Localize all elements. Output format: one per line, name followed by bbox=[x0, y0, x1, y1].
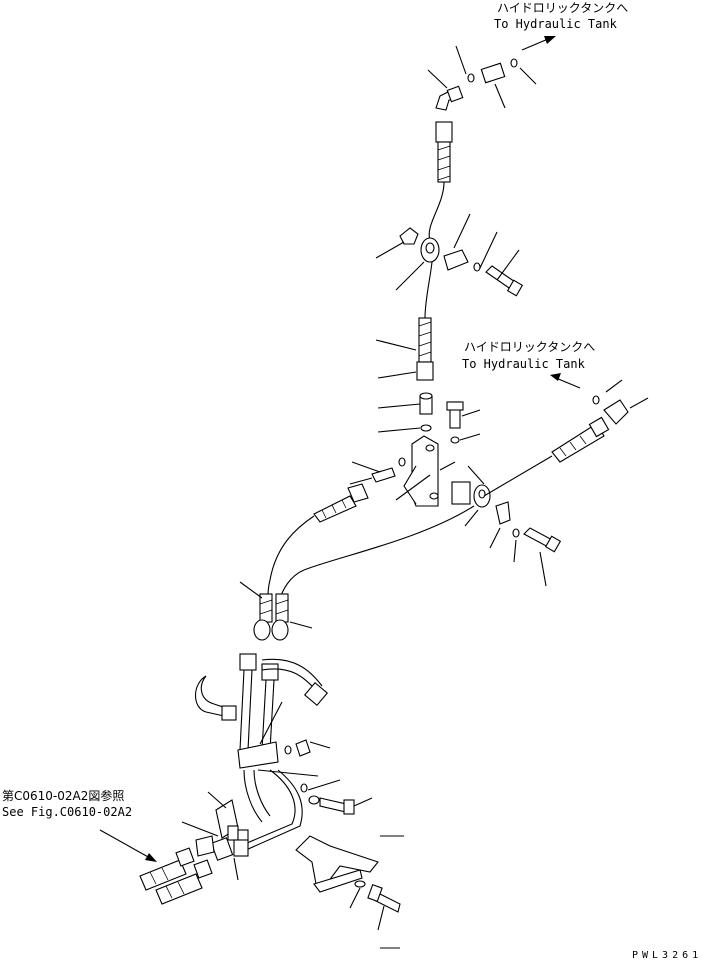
middle-connector bbox=[377, 392, 481, 444]
bracket bbox=[395, 435, 456, 507]
arrow-see-fig bbox=[99, 829, 157, 862]
callout-fig-en: See Fig.C0610-02A2 bbox=[2, 805, 132, 819]
steel-tubes bbox=[194, 653, 329, 851]
callout-top-en: To Hydraulic Tank bbox=[494, 17, 618, 31]
upper-hose bbox=[424, 121, 453, 319]
right-clamp bbox=[451, 465, 562, 587]
callout-mid-en: To Hydraulic Tank bbox=[462, 357, 586, 371]
upper-clamp bbox=[375, 213, 524, 297]
drawing-number: PWL3261 bbox=[632, 950, 702, 961]
left-middle-fittings bbox=[313, 457, 406, 523]
lower-small-parts bbox=[257, 739, 373, 815]
pedal-bracket bbox=[295, 835, 404, 949]
callout-top-jp: ハイドロリックタンクへ bbox=[497, 1, 628, 15]
callout-fig-jp: 第C0610-02A2図参照 bbox=[2, 788, 124, 803]
lower-valve-block bbox=[181, 791, 249, 881]
top-fittings bbox=[427, 45, 537, 111]
arrow-mid bbox=[550, 373, 581, 389]
callout-mid-jp: ハイドロリックタンクへ bbox=[464, 340, 595, 354]
right-hose bbox=[267, 379, 649, 601]
lower-twin-hose bbox=[239, 581, 313, 641]
callout-see-figure: 第C0610-02A2図参照 See Fig.C0610-02A2 bbox=[2, 788, 132, 819]
lower-left-hoses bbox=[139, 847, 213, 905]
callout-mid-tank: ハイドロリックタンクへ To Hydraulic Tank bbox=[462, 340, 595, 371]
callout-top-tank: ハイドロリックタンクへ To Hydraulic Tank bbox=[494, 1, 628, 31]
arrow-top bbox=[521, 36, 556, 51]
middle-hose-vertical bbox=[375, 317, 434, 381]
